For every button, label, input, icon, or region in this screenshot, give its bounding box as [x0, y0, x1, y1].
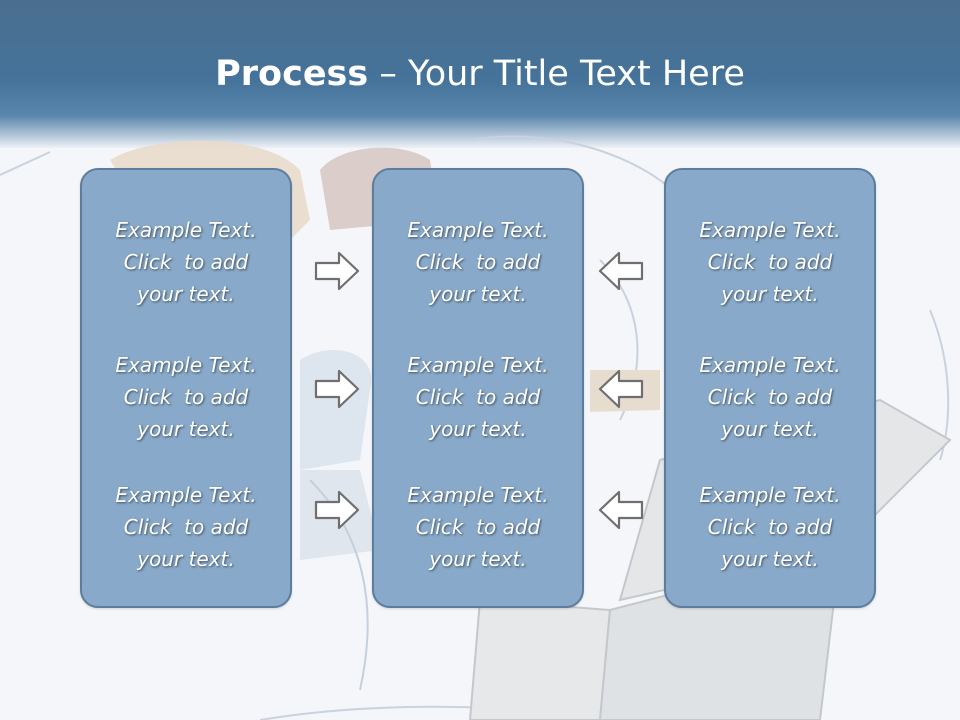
text-block[interactable]: Example Text. Click to add your text.	[374, 349, 582, 445]
arrow-left-icon	[598, 251, 644, 291]
text-line: your text.	[721, 547, 819, 571]
text-line: your text.	[429, 417, 527, 441]
text-line: Example Text.	[699, 218, 841, 242]
text-line: Example Text.	[407, 483, 549, 507]
text-block[interactable]: Example Text. Click to add your text.	[374, 214, 582, 310]
text-line: Example Text.	[699, 353, 841, 377]
arrow-left-icon	[598, 369, 644, 409]
text-line: Click to add	[707, 250, 833, 274]
text-block[interactable]: Example Text. Click to add your text.	[82, 349, 290, 445]
text-block[interactable]: Example Text. Click to add your text.	[666, 214, 874, 310]
text-line: Click to add	[123, 385, 249, 409]
text-block[interactable]: Example Text. Click to add your text.	[82, 479, 290, 575]
text-block[interactable]: Example Text. Click to add your text.	[374, 479, 582, 575]
text-line: Click to add	[123, 250, 249, 274]
text-line: your text.	[721, 282, 819, 306]
title-text-part: – Your Title Text Here	[368, 54, 745, 94]
text-line: your text.	[137, 417, 235, 441]
slide-title[interactable]: Process – Your Title Text Here	[0, 52, 960, 96]
text-line: Example Text.	[115, 483, 257, 507]
text-line: Click to add	[415, 385, 541, 409]
arrow-left-icon	[598, 490, 644, 530]
text-line: your text.	[429, 282, 527, 306]
text-line: your text.	[429, 547, 527, 571]
text-line: Click to add	[707, 515, 833, 539]
text-line: Click to add	[707, 385, 833, 409]
text-line: Example Text.	[407, 353, 549, 377]
text-line: Example Text.	[115, 353, 257, 377]
title-bold-part: Process	[215, 54, 369, 94]
process-column-center[interactable]: Example Text. Click to add your text. Ex…	[372, 168, 584, 608]
title-banner	[0, 0, 960, 148]
process-column-left[interactable]: Example Text. Click to add your text. Ex…	[80, 168, 292, 608]
text-block[interactable]: Example Text. Click to add your text.	[666, 349, 874, 445]
arrow-right-icon	[314, 490, 360, 530]
text-line: your text.	[137, 282, 235, 306]
text-line: Example Text.	[407, 218, 549, 242]
text-line: Example Text.	[115, 218, 257, 242]
text-line: Click to add	[415, 515, 541, 539]
text-line: your text.	[137, 547, 235, 571]
text-line: Click to add	[415, 250, 541, 274]
text-line: Example Text.	[699, 483, 841, 507]
arrow-right-icon	[314, 369, 360, 409]
process-column-right[interactable]: Example Text. Click to add your text. Ex…	[664, 168, 876, 608]
arrow-right-icon	[314, 251, 360, 291]
text-block[interactable]: Example Text. Click to add your text.	[82, 214, 290, 310]
text-block[interactable]: Example Text. Click to add your text.	[666, 479, 874, 575]
text-line: your text.	[721, 417, 819, 441]
text-line: Click to add	[123, 515, 249, 539]
